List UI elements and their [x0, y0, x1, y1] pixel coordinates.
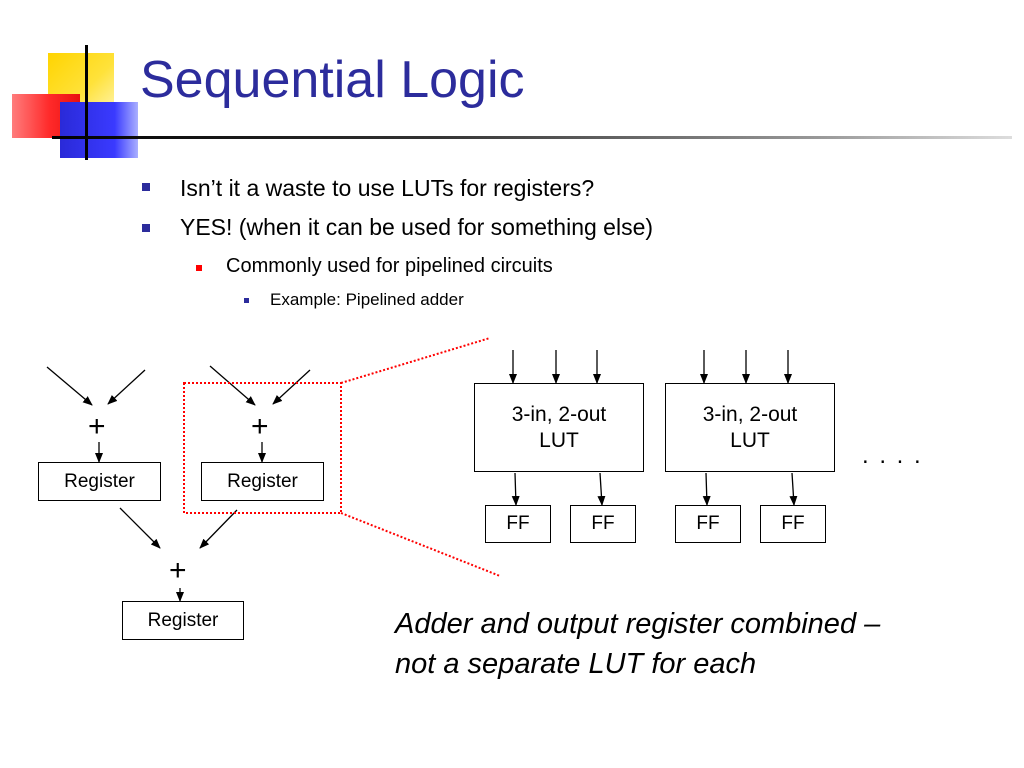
- register-box-1: Register: [38, 462, 161, 501]
- title-decoration-vertical-line: [85, 45, 88, 160]
- adder2-input-arrows: [209, 365, 311, 406]
- ff-box-3: FF: [675, 505, 741, 543]
- ff-box-4: FF: [760, 505, 826, 543]
- adder3-plus: +: [169, 554, 187, 587]
- ff-box-2: FF: [570, 505, 636, 543]
- caption-line-1: Adder and output register combined –: [395, 608, 881, 640]
- lut-box-2: 3-in, 2-out LUT: [665, 383, 835, 472]
- adder2-plus: +: [251, 410, 269, 443]
- lut2-to-ff-arrows: [702, 472, 798, 506]
- adder1-plus: +: [88, 410, 106, 443]
- bullet-text: YES! (when it can be used for something …: [180, 214, 654, 240]
- sub-bullet-marker: [196, 265, 202, 271]
- page-title: Sequential Logic: [140, 51, 525, 109]
- zoom-line-bottom: [340, 512, 501, 577]
- register-box-3: Register: [122, 601, 244, 640]
- sub-sub-bullet-marker: [244, 298, 249, 303]
- sub-bullet-text: Commonly used for pipelined circuits: [226, 255, 553, 277]
- ff-box-1: FF: [485, 505, 551, 543]
- caption-line-2: not a separate LUT for each: [395, 648, 757, 680]
- lut1-to-ff-arrows: [511, 472, 606, 506]
- bullet-text: Isn’t it a waste to use LUTs for registe…: [180, 175, 595, 201]
- lut2-input-arrows: [700, 350, 792, 384]
- highlight-box: [183, 382, 342, 514]
- registers-to-adder3-arrows: [119, 507, 238, 549]
- bullet-marker: [142, 183, 150, 191]
- title-decoration-blue: [60, 102, 138, 158]
- adder1-input-arrows: [46, 366, 146, 406]
- zoom-line-top: [340, 337, 491, 384]
- lut1-input-arrows: [509, 350, 601, 384]
- continuation-ellipsis: . . . .: [862, 442, 923, 469]
- bullet-marker: [142, 224, 150, 232]
- title-underline: [52, 136, 1012, 139]
- caption: Adder and output register combined – not…: [395, 604, 880, 684]
- sub-sub-bullet-text: Example: Pipelined adder: [270, 290, 464, 309]
- lut-box-1: 3-in, 2-out LUT: [474, 383, 644, 472]
- register-box-2: Register: [201, 462, 324, 501]
